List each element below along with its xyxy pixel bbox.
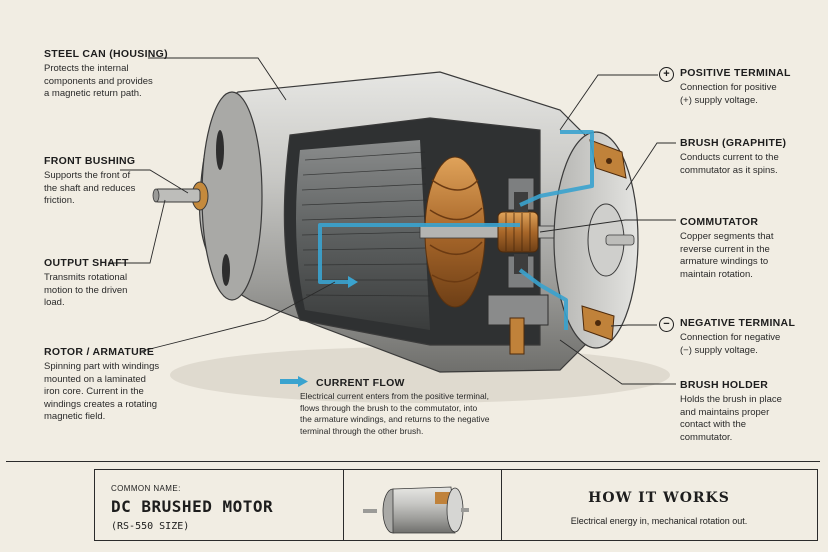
leader-lines <box>108 57 676 385</box>
minus-icon: − <box>659 317 674 332</box>
label-brush: BRUSH (GRAPHITE) Conducts current to the… <box>680 137 820 177</box>
label-rotor-armature: ROTOR / ARMATURE Spinning part with wind… <box>44 346 204 424</box>
commutator-desc-2: reverse current in the <box>680 243 770 255</box>
brush-title: BRUSH (GRAPHITE) <box>680 137 787 149</box>
brush-desc-1: Conducts current to the <box>680 152 779 163</box>
rotor-desc-3: iron core. Current in the <box>44 386 144 397</box>
commutator <box>497 211 539 253</box>
graphite-brush-bottom <box>514 254 528 274</box>
motor-name: DC BRUSHED MOTOR <box>111 497 274 516</box>
motor-thumbnail-box <box>343 470 502 540</box>
can-vent-slot <box>216 130 224 170</box>
common-name-box: COMMON NAME: DC BRUSHED MOTOR (RS-550 SI… <box>95 470 344 540</box>
label-front-bushing: FRONT BUSHING Supports the front of the … <box>44 155 184 208</box>
steel-can-desc-2: components and provides <box>44 75 153 87</box>
rotor-title: ROTOR / ARMATURE <box>44 346 155 358</box>
positive-terminal-desc-2: (+) supply voltage. <box>680 94 758 106</box>
negative-terminal-hole <box>595 320 601 326</box>
winding-wires <box>429 179 483 283</box>
plus-icon: + <box>659 67 674 82</box>
current-flow-description: Electrical current enters from the posit… <box>300 391 530 437</box>
output-shaft-desc-2: motion to the driven <box>44 284 128 296</box>
core-laminations <box>301 151 431 297</box>
flow-arrowhead <box>348 276 358 288</box>
brush-holder-title: BRUSH HOLDER <box>680 379 769 391</box>
label-current-flow: CURRENT FLOW <box>316 377 526 392</box>
how-it-works-box: HOW IT WORKS Electrical energy in, mecha… <box>501 470 817 540</box>
how-it-works-title: HOW IT WORKS <box>588 490 730 506</box>
graphite-brush-top <box>514 192 528 212</box>
rotor-desc-2: mounted on a laminated <box>44 373 146 385</box>
front-bushing-desc-1: Supports the front of <box>44 170 131 181</box>
motor-illustration <box>108 57 676 403</box>
label-negative-terminal: NEGATIVE TERMINAL Connection for negativ… <box>680 317 820 357</box>
motor-size: (RS-550 SIZE) <box>111 521 190 532</box>
rear-shaft <box>605 234 635 246</box>
can-front-face <box>201 91 263 301</box>
current-flow-desc-2: flows through the brush to the commutato… <box>300 402 478 413</box>
brush-holder-desc-4: commutator. <box>680 431 733 443</box>
front-bushing-desc-3: friction. <box>44 195 75 206</box>
current-flow-legend-arrow <box>280 376 308 387</box>
how-it-works-desc: Electrical energy in, mechanical rotatio… <box>570 516 748 526</box>
positive-terminal-desc-1: Connection for positive <box>680 82 777 93</box>
footer-frame: COMMON NAME: DC BRUSHED MOTOR (RS-550 SI… <box>94 469 818 541</box>
label-output-shaft: OUTPUT SHAFT Transmits rotational motion… <box>44 257 184 310</box>
motor-thumbnail <box>363 486 469 534</box>
brush-holder-desc-2: and maintains proper <box>680 406 770 418</box>
negative-terminal-desc-1: Connection for negative <box>680 332 781 343</box>
current-flow-desc-1: Electrical current enters from the posit… <box>300 391 489 401</box>
output-shaft-desc-1: Transmits rotational <box>44 272 128 283</box>
front-bushing-desc-2: the shaft and reduces <box>44 182 136 194</box>
positive-terminal-title: POSITIVE TERMINAL <box>680 67 791 79</box>
rotor-desc-4: windings creates a rotating <box>44 398 158 410</box>
footer-panel: COMMON NAME: DC BRUSHED MOTOR (RS-550 SI… <box>6 461 820 547</box>
commutator-desc-4: maintain rotation. <box>680 268 753 280</box>
steel-can-desc-1: Protects the internal <box>44 63 129 74</box>
brush-desc-2: commutator as it spins. <box>680 164 778 176</box>
common-name-label: COMMON NAME: <box>111 484 181 493</box>
output-shaft-desc-3: load. <box>44 297 65 308</box>
commutator-desc-1: Copper segments that <box>680 231 774 242</box>
output-shaft-title: OUTPUT SHAFT <box>44 257 129 269</box>
rotor-desc-5: magnetic field. <box>44 411 106 422</box>
can-vent-slot-lower <box>222 254 230 286</box>
brush-holder-desc-3: contact with the <box>680 419 747 430</box>
label-positive-terminal: POSITIVE TERMINAL Connection for positiv… <box>680 67 820 107</box>
label-steel-can: STEEL CAN (HOUSING) Protects the interna… <box>44 48 194 101</box>
commutator-segments <box>505 213 531 251</box>
negative-terminal-desc-2: (−) supply voltage. <box>680 344 758 356</box>
current-flow-path <box>318 130 594 330</box>
inner-terminal-strip <box>509 317 525 355</box>
current-flow-desc-4: terminal through the other brush. <box>300 425 424 436</box>
current-flow-desc-3: the armature windings, and returns to th… <box>300 414 490 424</box>
commutator-desc-3: armature windings to <box>680 256 769 267</box>
steel-can-desc-3: a magnetic return path. <box>44 88 142 99</box>
negative-terminal-title: NEGATIVE TERMINAL <box>680 317 796 329</box>
rotor-desc-1: Spinning part with windings <box>44 361 160 372</box>
brush-holder-desc-1: Holds the brush in place <box>680 394 782 405</box>
shaft-tip <box>152 188 160 203</box>
steel-can-title: STEEL CAN (HOUSING) <box>44 48 168 60</box>
front-bushing-title: FRONT BUSHING <box>44 155 136 167</box>
commutator-title: COMMUTATOR <box>680 216 759 228</box>
positive-terminal-hole <box>606 158 612 164</box>
label-brush-holder: BRUSH HOLDER Holds the brush in place an… <box>680 379 820 444</box>
label-commutator: COMMUTATOR Copper segments that reverse … <box>680 216 820 281</box>
current-flow-title: CURRENT FLOW <box>316 377 405 389</box>
